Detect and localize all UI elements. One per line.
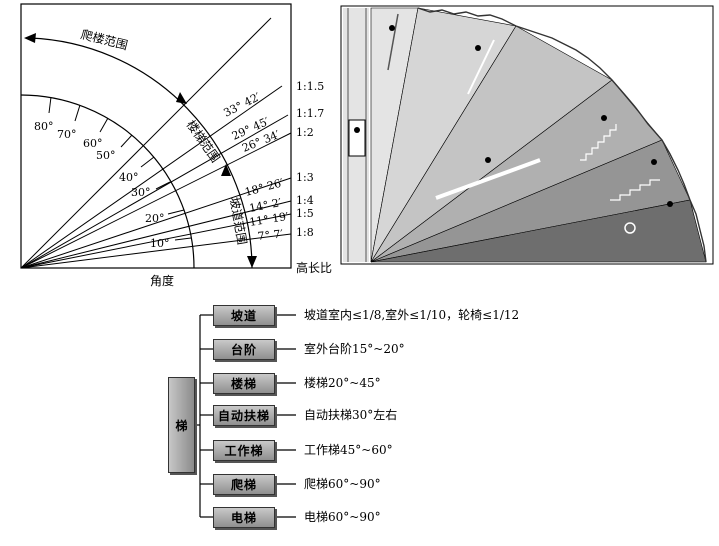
category-desc-stair: 楼梯20°~45° [304, 376, 381, 390]
angle-label-6: 7° 7′ [257, 227, 284, 243]
escalator-belt [435, 158, 541, 200]
category-box-elevator: 电梯 [213, 507, 275, 528]
tick-20 [167, 209, 185, 215]
deg-label-80: 80° [34, 120, 54, 133]
ratio-label-2: 1:2 [296, 126, 314, 139]
category-label: 工作梯 [224, 444, 264, 458]
category-desc-steps: 室外台阶15°~20° [304, 342, 405, 356]
category-box-stair: 楼梯 [213, 373, 275, 394]
category-label: 电梯 [230, 511, 257, 525]
work-ladder [467, 39, 495, 95]
ratio-label-4: 1:4 [296, 194, 314, 207]
range-arc [29, 37, 253, 269]
ratio-label-6: 1:8 [296, 226, 314, 239]
angle-label-4: 14° 2′ [248, 196, 283, 215]
degree-arc [20, 94, 195, 269]
elevator-cab [348, 119, 366, 157]
arrow-stair-top [176, 92, 187, 104]
person-work-stair-icon [475, 45, 481, 51]
elevator-person-icon [354, 127, 360, 133]
category-box-ramp: 坡道 [213, 305, 275, 326]
ratio-axis-label: 高长比 [296, 260, 332, 275]
deg-label-20: 20° [145, 212, 165, 225]
line-1-3 [20, 177, 292, 269]
deg-label-30: 30° [131, 186, 151, 199]
person-escalator-icon [485, 157, 491, 163]
tick-50 [120, 134, 133, 148]
angle-label-5: 11° 19′ [248, 210, 290, 229]
tick-60 [99, 117, 109, 133]
line-1-5 [20, 213, 292, 269]
category-box-work-stair: 工作梯 [213, 440, 275, 461]
stair-fan-illustration [340, 5, 714, 265]
arrow-climb [24, 33, 36, 43]
category-label: 坡道 [230, 309, 257, 323]
person-steps-icon [651, 159, 657, 165]
line-1-1.7 [20, 114, 289, 269]
range-label-stair: 楼梯范围 [184, 117, 224, 165]
arrow-ramp-bottom [247, 256, 257, 268]
range-label-climb: 爬楼范围 [79, 26, 129, 52]
tick-70 [74, 104, 81, 122]
tick-10 [174, 237, 192, 241]
outdoor-steps [610, 179, 660, 201]
category-desc-escalator: 自动扶梯30°左右 [304, 408, 398, 422]
line-1-4 [20, 200, 292, 269]
category-desc-work-stair: 工作梯45°~60° [304, 443, 393, 457]
line-45deg [20, 17, 272, 269]
line-1-2 [20, 132, 292, 269]
arrow-stair-bottom [221, 164, 231, 176]
person-stair-icon [601, 115, 607, 121]
line-1-8 [20, 233, 292, 269]
climb-ladder [387, 13, 399, 71]
deg-label-60: 60° [83, 137, 103, 150]
serrated-edge [417, 7, 707, 263]
wheelchair-icon [624, 222, 636, 234]
deg-label-10: 10° [150, 237, 170, 250]
category-box-steps: 台阶 [213, 339, 275, 360]
sector-ramp [370, 199, 707, 263]
tick-40 [140, 156, 155, 168]
tick-30 [155, 181, 171, 190]
tree-root-label: 梯 [175, 418, 188, 433]
category-desc-elevator: 电梯60°~90° [304, 510, 381, 524]
ratio-label-0: 1:1.5 [296, 80, 324, 93]
deg-label-70: 70° [57, 128, 77, 141]
ratio-label-1: 1:1.7 [296, 107, 324, 120]
stair-steps [580, 124, 617, 161]
line-1-1.5 [20, 85, 283, 269]
chart-frame [20, 3, 292, 269]
tree-root-box: 梯 [168, 377, 195, 473]
tick-80 [48, 96, 52, 114]
tree-connectors [195, 314, 296, 518]
category-label: 台阶 [230, 343, 257, 357]
range-label-ramp: 坡道范围 [227, 196, 249, 246]
category-box-ladder: 爬梯 [213, 474, 275, 495]
category-desc-ladder: 爬梯60°~90° [304, 477, 381, 491]
deg-label-40: 40° [119, 171, 139, 184]
category-label: 自动扶梯 [217, 409, 270, 423]
angle-chart: 80° 70° 60° 50° 40° 30° 20° 10° 爬楼范围 楼梯范… [20, 3, 332, 288]
deg-label-50: 50° [96, 149, 116, 162]
angle-label-0: 33° 42′ [221, 90, 263, 120]
category-label: 爬梯 [230, 478, 257, 492]
ratio-label-5: 1:5 [296, 207, 314, 220]
category-desc-ramp: 坡道室内≤1/8,室外≤1/10，轮椅≤1/12 [304, 308, 520, 322]
ratio-label-3: 1:3 [296, 171, 314, 184]
person-ramp-icon [667, 201, 673, 207]
person-ladder-icon [389, 25, 395, 31]
angle-axis-label: 角度 [150, 273, 174, 288]
category-label: 楼梯 [230, 377, 257, 391]
category-box-escalator: 自动扶梯 [213, 405, 275, 426]
